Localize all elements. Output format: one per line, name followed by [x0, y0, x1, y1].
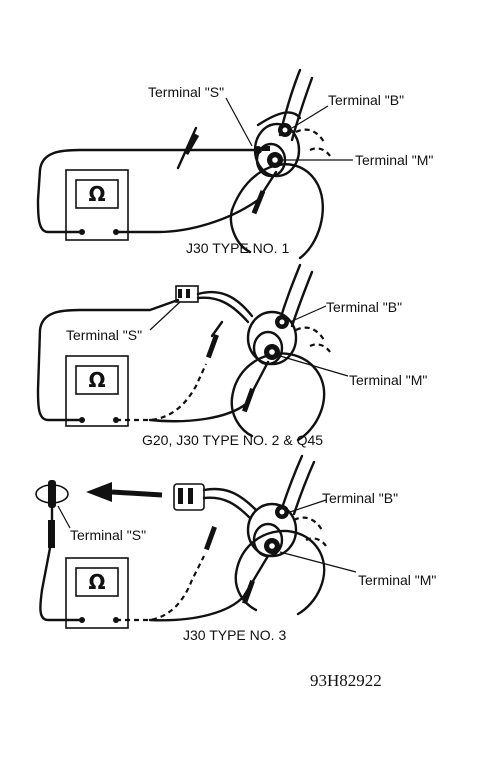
label-terminal-s-1: Terminal "S"	[148, 84, 224, 100]
label-terminal-b-1: Terminal "B"	[328, 92, 404, 108]
ohm-symbol: Ω	[88, 570, 105, 594]
terminal-b-2	[275, 315, 331, 353]
label-terminal-b-2: Terminal "B"	[326, 299, 402, 315]
terminal-b-3	[275, 505, 327, 547]
test-lead-2a	[36, 298, 180, 422]
connector-s-3	[173, 483, 258, 520]
ohmmeter-2: Ω	[65, 355, 129, 427]
ohmmeter-1: Ω	[65, 169, 129, 241]
test-lead-2b	[116, 363, 208, 422]
connector-s-2	[175, 285, 254, 324]
label-terminal-s-3: Terminal "S"	[70, 527, 146, 543]
test-lead-3a	[39, 546, 84, 622]
panel-2: Ω Terminal "S" Terminal "B" Terminal "M"…	[36, 263, 427, 448]
test-lead-3c	[148, 554, 270, 622]
label-terminal-s-2: Terminal "S"	[66, 327, 142, 343]
caption-panel-2: G20, J30 TYPE NO. 2 & Q45	[142, 432, 323, 448]
label-terminal-b-3: Terminal "B"	[322, 490, 398, 506]
caption-panel-3: J30 TYPE NO. 3	[183, 627, 286, 643]
terminal-m-3	[264, 538, 280, 554]
label-terminal-m-2: Terminal "M"	[349, 372, 427, 388]
test-lead-1b	[114, 170, 278, 234]
ohm-symbol: Ω	[88, 182, 105, 206]
panel-3: Ω Terminal "S" Terminal "B" Terminal "M"…	[35, 454, 436, 643]
ohm-symbol: Ω	[88, 368, 105, 392]
arrow-left-icon	[86, 482, 163, 502]
panel-1: Ω Terminal "S" Terminal "B" Terminal "M"…	[36, 68, 433, 260]
caption-panel-1: J30 TYPE NO. 1	[186, 240, 289, 256]
terminal-b-1	[278, 123, 331, 157]
terminal-m-1	[262, 146, 283, 168]
test-lead-3b	[116, 555, 205, 622]
ohmmeter-3: Ω	[65, 557, 129, 629]
label-terminal-m-3: Terminal "M"	[358, 572, 436, 588]
label-terminal-m-1: Terminal "M"	[355, 152, 433, 168]
figure-code: 93H82922	[310, 671, 382, 690]
test-lead-1a	[36, 148, 258, 234]
terminal-m-2	[264, 344, 280, 360]
probe-tip-3	[35, 480, 69, 548]
terminal-s-1	[254, 146, 262, 154]
